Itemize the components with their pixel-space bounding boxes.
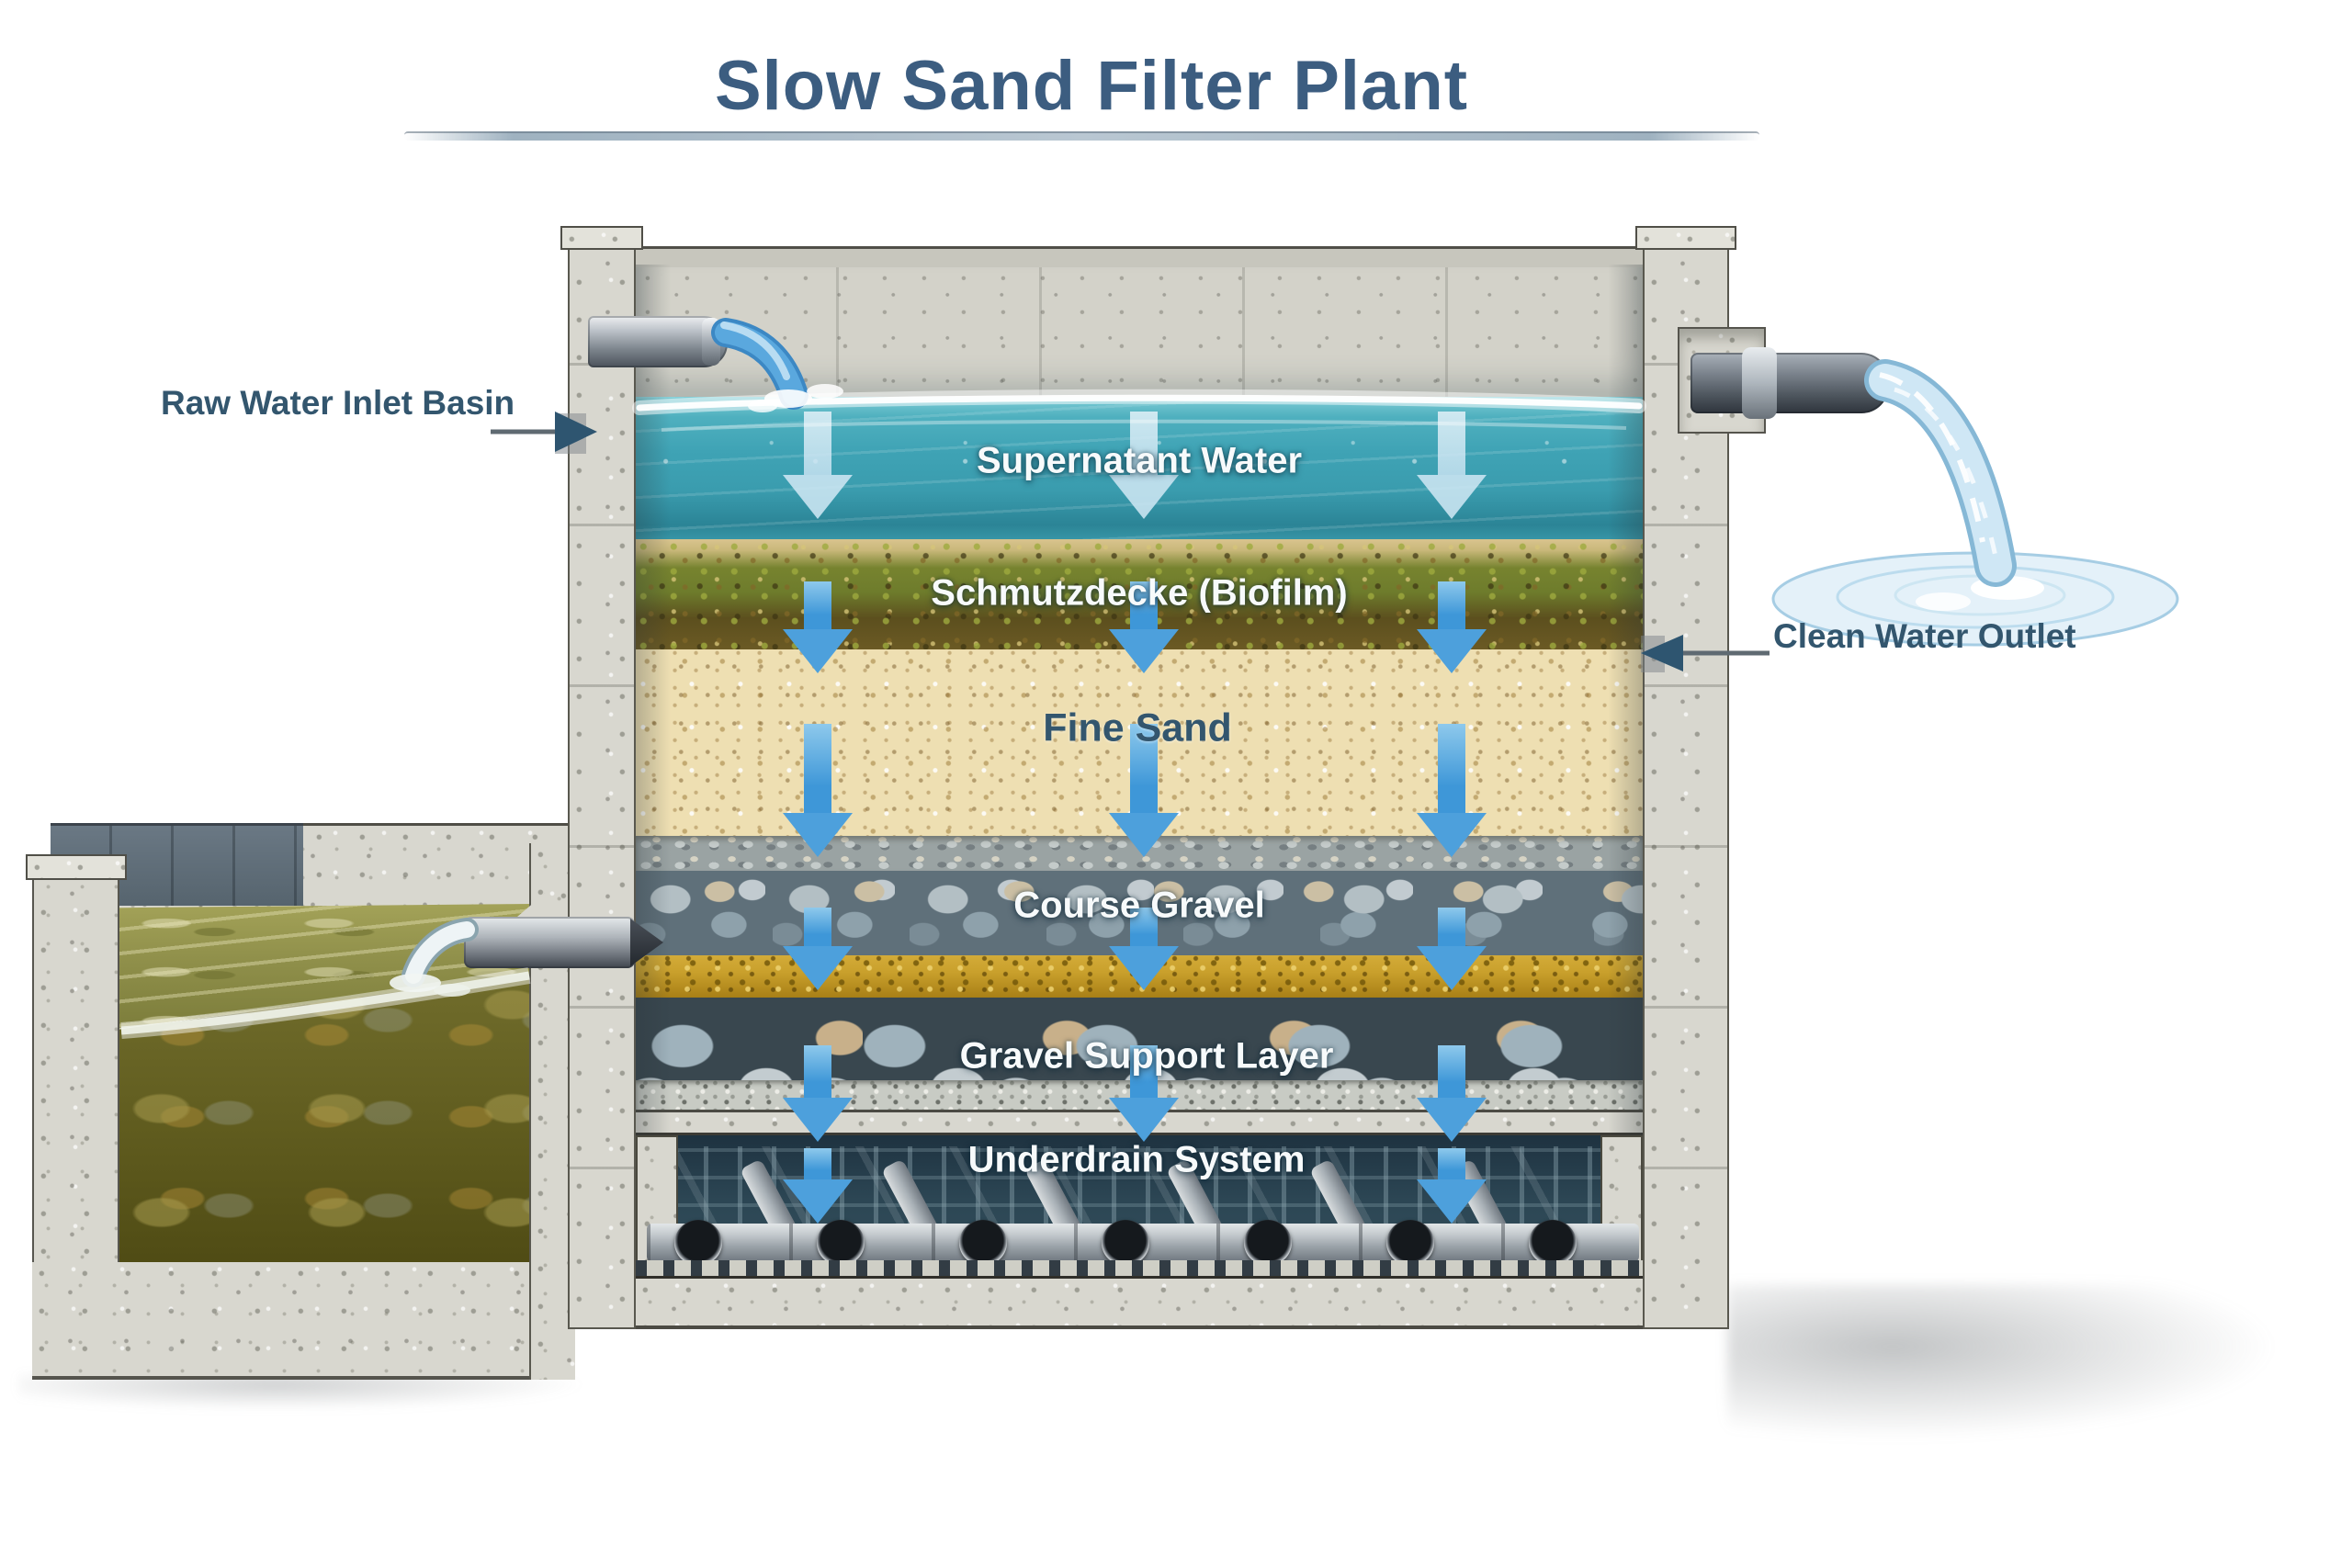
- tank-inner-wall: [636, 265, 1643, 397]
- tank-right-wall-cap: [1635, 226, 1736, 250]
- interior-right-shade: [1608, 265, 1643, 1135]
- down-arrow-icon: [1109, 412, 1179, 519]
- outlet-stream-streak: [1879, 372, 1985, 543]
- basin-drain-pipe: [464, 917, 635, 968]
- tank-back-rim: [636, 246, 1643, 267]
- outlet-pool-ripple: [1894, 574, 2066, 616]
- label-raw-water-inlet-basin: Raw Water Inlet Basin: [161, 384, 515, 422]
- down-arrow-icon: [783, 412, 853, 519]
- down-arrow-icon: [1417, 1148, 1487, 1224]
- down-arrow-icon: [1417, 908, 1487, 990]
- down-arrow-icon: [783, 724, 853, 857]
- inlet-pipe-ring: [702, 318, 720, 366]
- label-fine-sand: Fine Sand: [1043, 705, 1232, 750]
- tank-base: [636, 1279, 1643, 1329]
- underdrain-pipe-opening: [1244, 1220, 1292, 1266]
- down-arrow-icon: [1109, 1045, 1179, 1142]
- down-arrow-icon: [783, 1148, 853, 1224]
- ground-shadow: [1727, 1284, 2278, 1440]
- underdrain-pipe-opening: [674, 1220, 722, 1266]
- label-supernatant-water: Supernatant Water: [976, 440, 1303, 481]
- tank-left-wall-cap: [560, 226, 643, 250]
- down-arrow-icon: [1417, 581, 1487, 673]
- basin-front-base: [32, 1262, 571, 1380]
- title-underline: [404, 131, 1759, 141]
- outlet-pool-foam: [1916, 592, 1971, 611]
- label-gravel-support-layer: Gravel Support Layer: [959, 1035, 1334, 1077]
- down-arrow-icon: [1417, 1045, 1487, 1142]
- outlet-stream-streak: [1894, 387, 1998, 558]
- down-arrow-icon: [1109, 908, 1179, 990]
- down-arrow-icon: [1417, 724, 1487, 857]
- underdrain-pipe-opening: [959, 1220, 1007, 1266]
- underdrain-pipe-opening: [1386, 1220, 1434, 1266]
- label-underdrain-system: Underdrain System: [967, 1139, 1306, 1180]
- down-arrow-icon: [783, 1045, 853, 1142]
- label-clean-water-outlet: Clean Water Outlet: [1773, 617, 2076, 655]
- label-course-gravel: Course Gravel: [1013, 885, 1265, 926]
- down-arrow-icon: [783, 581, 853, 673]
- underdrain-floor-grate: [636, 1260, 1643, 1279]
- outlet-stream: [1869, 364, 2012, 582]
- label-schmutzdecke: Schmutzdecke (Biofilm): [931, 572, 1348, 614]
- outlet-pool-foam: [1971, 576, 2044, 600]
- page-title: Slow Sand Filter Plant: [714, 47, 1469, 125]
- layer-gravel-support: [636, 998, 1643, 1080]
- underdrain-pipe-opening: [1102, 1220, 1149, 1266]
- underdrain-pipe-opening: [1529, 1220, 1577, 1266]
- tank-left-wall: [568, 231, 636, 1329]
- basin-left-wall-cap: [26, 854, 127, 880]
- outlet-stream-outline: [1864, 359, 2017, 587]
- outlet-pipe-collar: [1742, 347, 1777, 419]
- interior-left-shade: [636, 265, 671, 1135]
- down-arrow-icon: [783, 908, 853, 990]
- down-arrow-icon: [1109, 581, 1179, 673]
- underdrain-pipe-opening: [817, 1220, 865, 1266]
- down-arrow-icon: [1109, 724, 1179, 857]
- down-arrow-icon: [1417, 412, 1487, 519]
- clean-water-outlet-pipe: [1690, 353, 1889, 413]
